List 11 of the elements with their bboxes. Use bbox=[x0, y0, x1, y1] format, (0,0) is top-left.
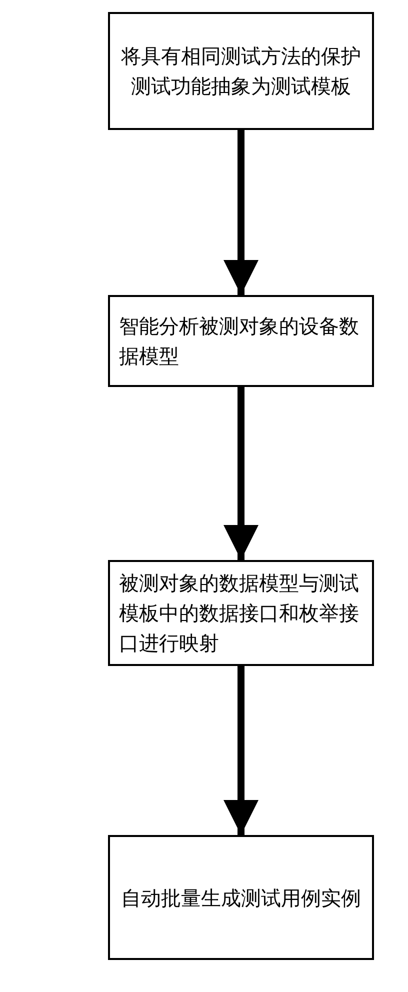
arrow bbox=[224, 387, 258, 560]
process-box bbox=[108, 835, 374, 960]
arrow bbox=[224, 130, 258, 295]
step-text: 将具有相同测试方法的保护测试功能抽象为测试模板 bbox=[120, 43, 362, 100]
step-text: 被测对象的数据模型与测试模板中的数据接口和枚举接口进行映射 bbox=[119, 570, 360, 657]
step-text: 智能分析被测对象的设备数据模型 bbox=[119, 313, 360, 370]
step-text: 自动批量生成测试用例实例 bbox=[120, 884, 362, 912]
arrow bbox=[224, 666, 258, 835]
process-box bbox=[108, 12, 374, 130]
process-box bbox=[108, 560, 374, 666]
process-box bbox=[108, 295, 374, 387]
